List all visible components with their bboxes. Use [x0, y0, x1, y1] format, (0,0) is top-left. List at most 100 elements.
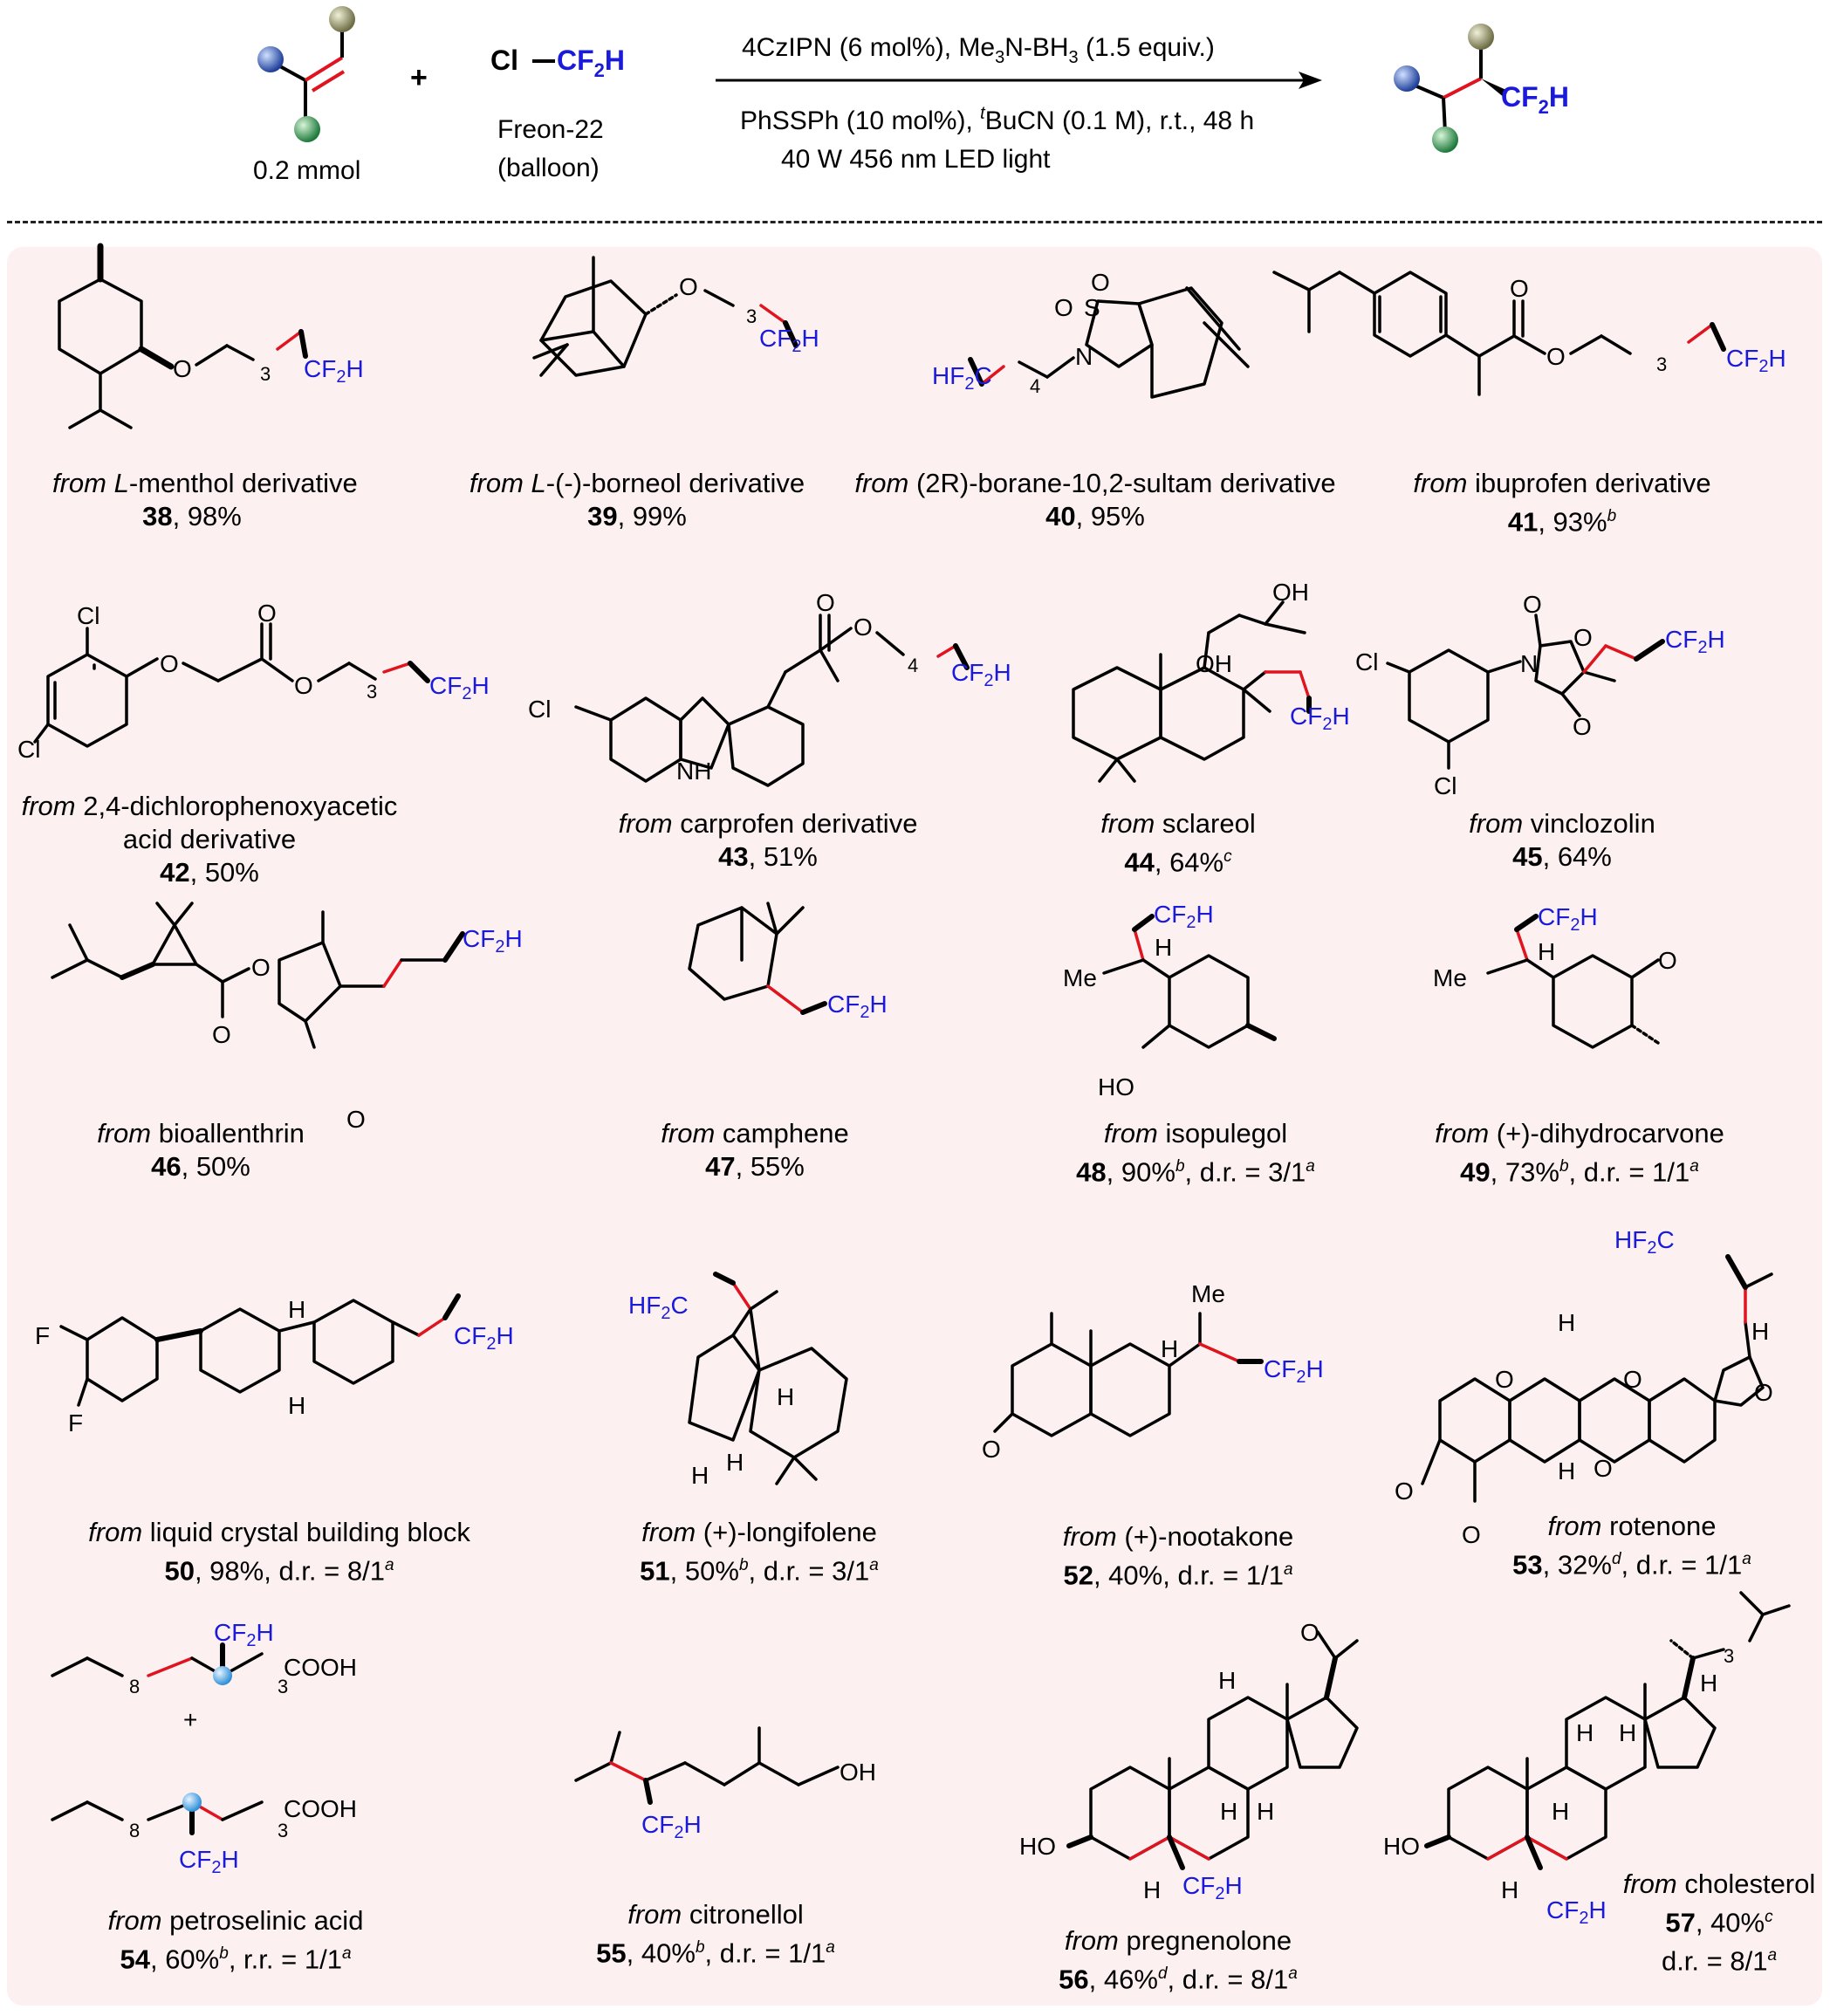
structure-47 — [688, 902, 827, 1015]
atom-h: H — [1501, 1876, 1518, 1903]
entry-40-label: from (2R)-borane-10,2-sultam derivative … — [854, 468, 1336, 531]
atom-me: Me — [1433, 964, 1467, 991]
substrate-amount: 0.2 mmol — [253, 156, 360, 185]
subscript: 3 — [367, 681, 377, 703]
entry-45-label: from vinclozolin 45, 64% — [1469, 808, 1655, 872]
entry-44-label: from sclareol 44, 64%c — [1100, 808, 1256, 878]
atom-o: O — [982, 1436, 1001, 1463]
atom-o: O — [1300, 1619, 1319, 1646]
atom-o: O — [1573, 713, 1592, 740]
cf2h-group: CF2H — [951, 659, 1011, 690]
atom-f: F — [68, 1409, 83, 1437]
cf2h-group: CF2H — [463, 925, 523, 957]
green-ball-icon — [294, 116, 320, 142]
reaction-scheme: 0.2 mmol + Cl CF2H Freon-22 (balloon) 4C… — [253, 6, 1569, 185]
cf2h-group: CF2H — [179, 1846, 239, 1877]
structure-48 — [1102, 914, 1277, 1049]
svg-text:CF2H: CF2H — [557, 45, 625, 81]
atom-h: H — [726, 1449, 744, 1476]
atom-o: O — [1546, 343, 1566, 370]
cf2h-group: CF2H — [1182, 1872, 1243, 1903]
structure-57 — [1424, 1591, 1791, 1870]
structure-40 — [968, 286, 1250, 399]
entry-52-label: from (+)-nootakone 52, 40%, d.r. = 1/1a — [1062, 1521, 1294, 1591]
entry-38-label: from L-menthol derivative 38, 98% — [52, 468, 358, 531]
cf2h-group: CF2H — [1546, 1896, 1607, 1928]
atom-oh: OH — [840, 1759, 876, 1786]
atom-h: H — [1558, 1309, 1575, 1336]
structure-41 — [1272, 271, 1726, 396]
atom-h: H — [1155, 934, 1172, 961]
subscript: 4 — [1030, 375, 1040, 397]
cf2h-group: CF2H — [827, 991, 888, 1022]
reagent-freon: Cl CF2H Freon-22 (balloon) — [490, 45, 625, 182]
plus-sign: + — [410, 61, 428, 94]
entry-55-label: from citronellol 55, 40%b, d.r. = 1/1a — [596, 1899, 835, 1969]
entry-42-label: from 2,4-dichlorophenoxyacetic acid deri… — [21, 791, 398, 888]
atom-o: O — [294, 672, 313, 699]
cf2h-group: CF2H — [454, 1322, 514, 1354]
atom-h: H — [1218, 1667, 1236, 1694]
atom-n: N — [1520, 650, 1538, 677]
blue-ball-icon — [1394, 65, 1420, 92]
structure-51 — [688, 1272, 848, 1485]
atom-h: H — [1751, 1318, 1769, 1345]
entry-53-label: from rotenone 53, 32%d, d.r. = 1/1a — [1512, 1511, 1751, 1581]
blue-ball-icon — [257, 46, 284, 72]
atom-h: H — [1538, 938, 1555, 965]
cf2h-group: CF2H — [759, 325, 819, 356]
entry-43-label: from carprofen derivative 43, 51% — [618, 808, 918, 872]
subscript: 3 — [1724, 1645, 1734, 1667]
hf2c-group: HF2C — [1614, 1226, 1675, 1258]
atom-h: H — [1552, 1798, 1569, 1825]
atom-o: O — [1594, 1455, 1613, 1482]
entry-56-label: from pregnenolone 56, 46%d, d.r. = 8/1a — [1059, 1925, 1298, 1995]
cf2h-group: CF2H — [1290, 703, 1350, 734]
subscript: 4 — [908, 655, 918, 676]
cf2h-group: CF2H — [1538, 903, 1598, 935]
entry-39-label: from L-(-)-borneol derivative 39, 99% — [469, 468, 805, 531]
subscript: 8 — [129, 1820, 140, 1841]
atom-s: S — [1084, 294, 1100, 321]
cf2h-group: CF2H — [1726, 345, 1786, 376]
atom-ho: HO — [1098, 1073, 1134, 1101]
entry-50-label: from liquid crystal building block 50, 9… — [88, 1517, 470, 1587]
atom-o: O — [212, 1021, 231, 1048]
cf2h-group: CF2H — [1264, 1355, 1324, 1387]
atom-o: O — [1091, 269, 1110, 296]
atom-h: H — [1576, 1719, 1594, 1746]
conditions-line-2: PhSSPh (10 mol%), tBuCN (0.1 M), r.t., 4… — [740, 104, 1254, 135]
atom-ho: HO — [1383, 1833, 1420, 1860]
structure-53 — [1421, 1254, 1773, 1503]
atom-o: O — [160, 650, 179, 677]
atom-cl: Cl — [17, 736, 40, 763]
atom-o: O — [346, 1106, 366, 1133]
structure-49 — [1486, 914, 1660, 1049]
cf2h-group: CF2H — [304, 355, 364, 387]
cf2h-group: CF2H — [214, 1619, 274, 1650]
subscript: 3 — [278, 1676, 288, 1697]
atom-o: O — [1462, 1521, 1481, 1548]
structure-39 — [532, 256, 798, 377]
svg-text:Cl: Cl — [490, 45, 518, 76]
atom-cl: Cl — [528, 696, 551, 723]
atom-o: O — [1054, 294, 1073, 321]
subscript: 8 — [129, 1676, 140, 1697]
atom-o: O — [1510, 275, 1529, 302]
structure-38 — [58, 243, 308, 429]
atom-o: O — [853, 614, 873, 641]
entry-51-label: from (+)-longifolene 51, 50%b, d.r. = 3/… — [640, 1517, 879, 1587]
subscript: 3 — [260, 363, 271, 385]
olive-ball-icon — [329, 6, 355, 32]
atom-n: N — [1075, 343, 1093, 370]
dashed-divider — [7, 221, 1822, 223]
plus-sign: + — [183, 1706, 197, 1733]
atom-ho: HO — [1019, 1833, 1056, 1860]
product-cf2h: CF2H — [1501, 81, 1569, 118]
structure-50 — [59, 1293, 461, 1407]
atom-h: H — [288, 1392, 305, 1419]
atom-h: H — [288, 1296, 305, 1323]
cf2h-group: CF2H — [1665, 626, 1725, 657]
cf2h-group: CF2H — [1154, 901, 1214, 932]
